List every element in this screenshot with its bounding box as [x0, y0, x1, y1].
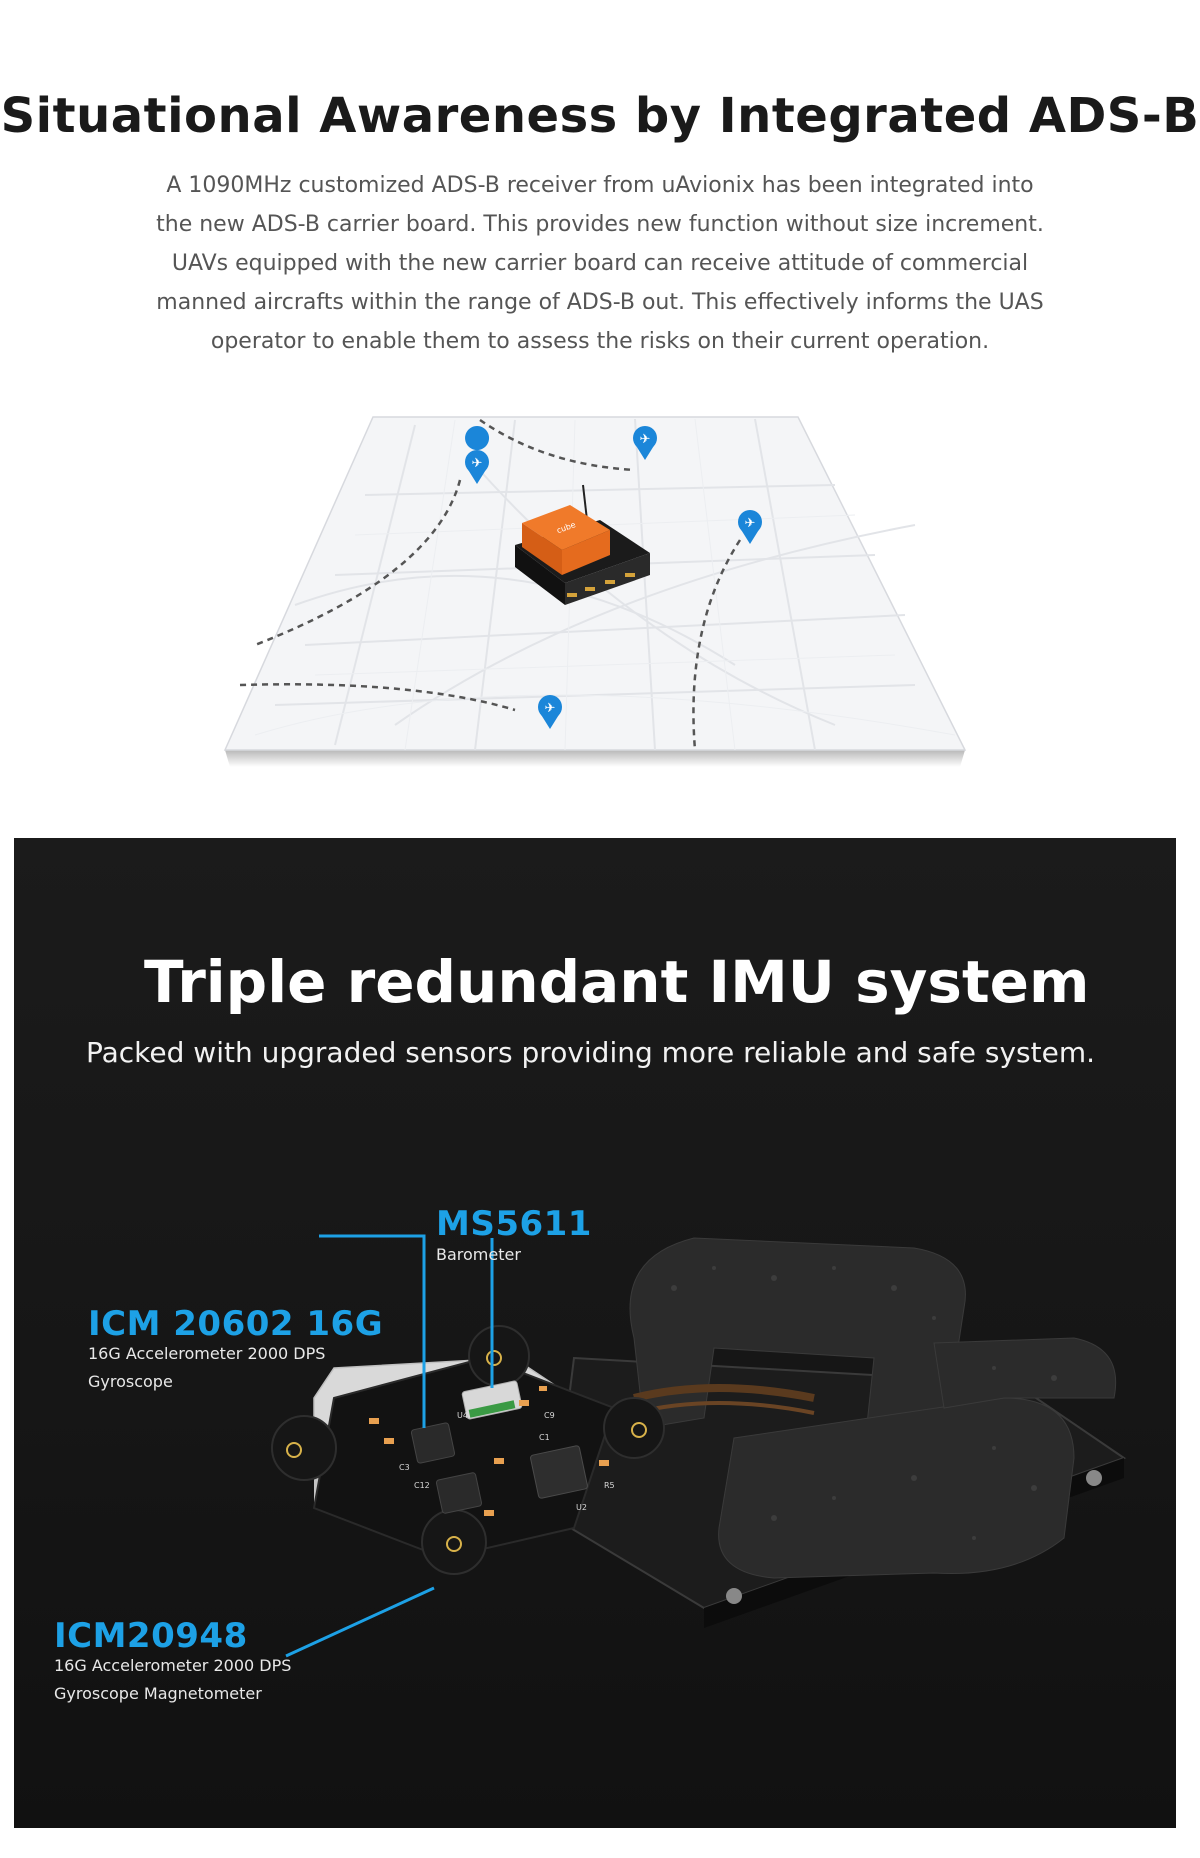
imu-section: Triple redundant IMU system Packed with … [14, 838, 1176, 1828]
ads-b-description: A 1090MHz customized ADS-B receiver from… [156, 173, 1044, 354]
icm20602-leader-line [319, 1234, 426, 1428]
svg-text:U4: U4 [457, 1411, 468, 1420]
ads-b-title: Situational Awareness by Integrated ADS-… [0, 88, 1200, 144]
imu-board-illustration: U4 C9 C3 C12 U2 C1 R5 [271, 1234, 1127, 1658]
flight-controller-device: cube [515, 484, 650, 605]
imu-subtitle: Packed with upgraded sensors providing m… [86, 1036, 1096, 1069]
sensor-desc-ms5611-line1: Barometer [436, 1245, 521, 1264]
svg-text:C1: C1 [539, 1433, 550, 1442]
svg-text:✈: ✈ [545, 701, 556, 716]
svg-text:✈: ✈ [640, 432, 651, 447]
sensor-name-ms5611: MS5611 [436, 1204, 592, 1244]
svg-text:C3: C3 [399, 1463, 410, 1472]
imu-title: Triple redundant IMU system [144, 948, 1090, 1016]
svg-text:R5: R5 [604, 1481, 615, 1490]
sensor-desc-icm20948-line1: 16G Accelerometer 2000 DPS [54, 1656, 292, 1675]
svg-text:✈: ✈ [745, 516, 756, 531]
svg-text:C9: C9 [544, 1411, 555, 1420]
svg-text:✈: ✈ [472, 456, 483, 471]
airplane-pin-icon: ✈ [738, 510, 762, 544]
foam-damper [629, 1237, 1117, 1579]
ads-b-section: Situational Awareness by Integrated ADS-… [0, 0, 1200, 820]
imu-pcb: U4 C9 C3 C12 U2 C1 R5 [271, 1325, 665, 1575]
airplane-pin-icon: ✈ [465, 426, 490, 484]
sensor-desc-icm20602-line1: 16G Accelerometer 2000 DPS [88, 1344, 326, 1363]
ads-b-map-illustration: ✈ ✈ ✈ ✈ [215, 405, 985, 785]
sensor-name-icm20948: ICM20948 [54, 1616, 248, 1656]
airplane-pin-icon: ✈ [538, 695, 562, 729]
sensor-desc-icm20602-line2: Gyroscope [88, 1372, 173, 1391]
sensor-name-icm20602: ICM 20602 16G [88, 1304, 384, 1344]
airplane-pin-icon: ✈ [633, 426, 657, 460]
svg-text:C12: C12 [414, 1481, 430, 1490]
icm20948-leader-line [285, 1586, 435, 1658]
sensor-desc-icm20948-line2: Gyroscope Magnetometer [54, 1684, 262, 1703]
svg-text:U2: U2 [576, 1503, 587, 1512]
